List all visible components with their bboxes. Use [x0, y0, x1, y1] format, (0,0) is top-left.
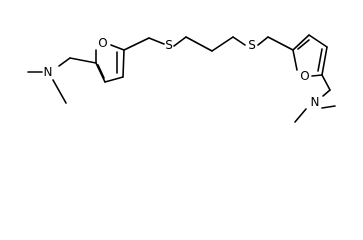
bond-furan-right-ch2	[321, 74, 331, 91]
bond-s-left-chain	[173, 36, 187, 47]
bond-furan-left-c3-c2	[95, 62, 106, 83]
bond-ch2-furan-left	[69, 57, 97, 64]
chemical-structure-diagram: N O S S O N	[27, 34, 336, 123]
bond-furan-right-c4-c5	[321, 46, 328, 76]
bond-ch2-furan-right	[267, 36, 294, 51]
bond-furan-left-c5-c4	[122, 49, 125, 78]
atom-label-s-left: S	[165, 38, 173, 52]
bond-furan-right-o-c2	[292, 49, 298, 71]
bond-furan-right-c3-c4	[308, 34, 328, 48]
atom-label-o-right: O	[300, 69, 309, 83]
bond-chain-s-right	[232, 36, 246, 46]
bond-ch2-s-left	[148, 37, 165, 45]
bond-methyl-n-right-b	[321, 105, 336, 109]
bond-chain-b	[211, 36, 234, 52]
bond-s-right-ch2	[257, 36, 269, 46]
bond-furan-left-double-b	[97, 64, 105, 79]
bond-methyl-n-right-a	[294, 108, 307, 123]
bond-furan-right-double-b	[317, 48, 323, 72]
bond-furan-left-o-c5	[110, 44, 125, 51]
bond-furan-right-c2-c3	[292, 34, 310, 51]
atom-label-o-left: O	[98, 36, 107, 50]
bond-methyl-n-left-b	[52, 79, 67, 104]
atom-label-n-left: N	[44, 65, 53, 79]
bond-n-ch2-left	[58, 57, 71, 67]
bond-furan-right-c5-o	[311, 74, 323, 77]
bond-furan-right-double-a	[297, 39, 310, 50]
atom-label-n-right: N	[311, 95, 320, 109]
bond-furan-left-ch2	[123, 37, 150, 51]
bond-chain-a	[185, 36, 213, 52]
atom-label-s-right: S	[248, 38, 256, 52]
bond-furan-left-c4-c3	[104, 76, 124, 83]
bond-ch2-n-right	[322, 89, 331, 97]
